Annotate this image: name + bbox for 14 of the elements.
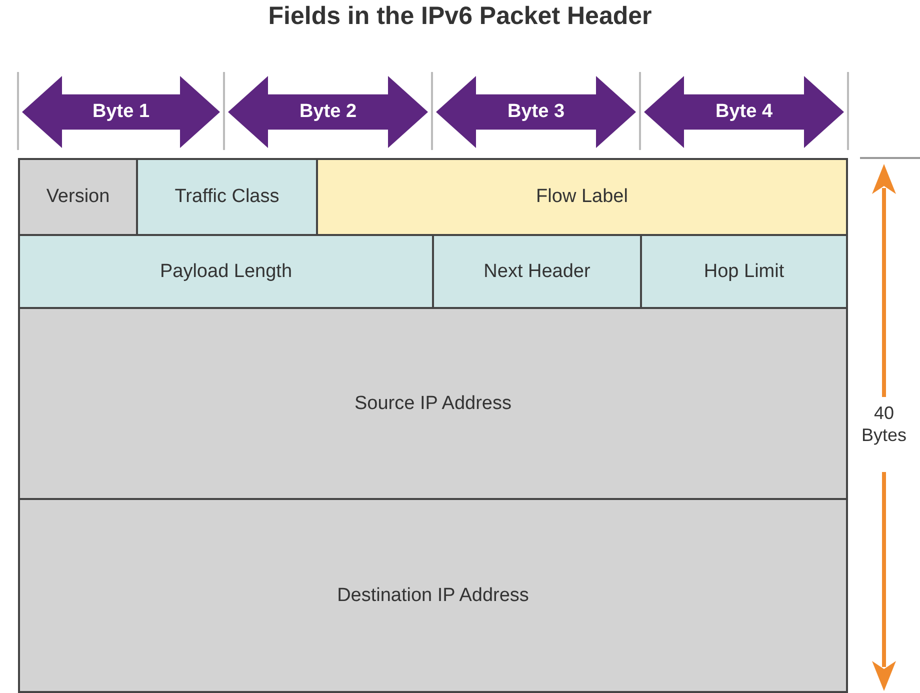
header-field: Traffic Class — [136, 158, 318, 236]
header-field: Version — [18, 158, 138, 236]
diagram-title: Fields in the IPv6 Packet Header — [267, 2, 653, 31]
dimension-label: 40 Bytes — [860, 402, 908, 446]
header-field: Destination IP Address — [18, 498, 848, 693]
header-field: Flow Label — [316, 158, 848, 236]
byte-label: Byte 2 — [298, 100, 358, 124]
header-field: Next Header — [432, 234, 642, 309]
header-field: Payload Length — [18, 234, 434, 309]
byte-label: Byte 3 — [506, 100, 566, 124]
byte-label: Byte 4 — [714, 100, 774, 124]
header-field: Source IP Address — [18, 307, 848, 500]
header-field: Hop Limit — [640, 234, 848, 309]
byte-label: Byte 1 — [91, 100, 151, 124]
